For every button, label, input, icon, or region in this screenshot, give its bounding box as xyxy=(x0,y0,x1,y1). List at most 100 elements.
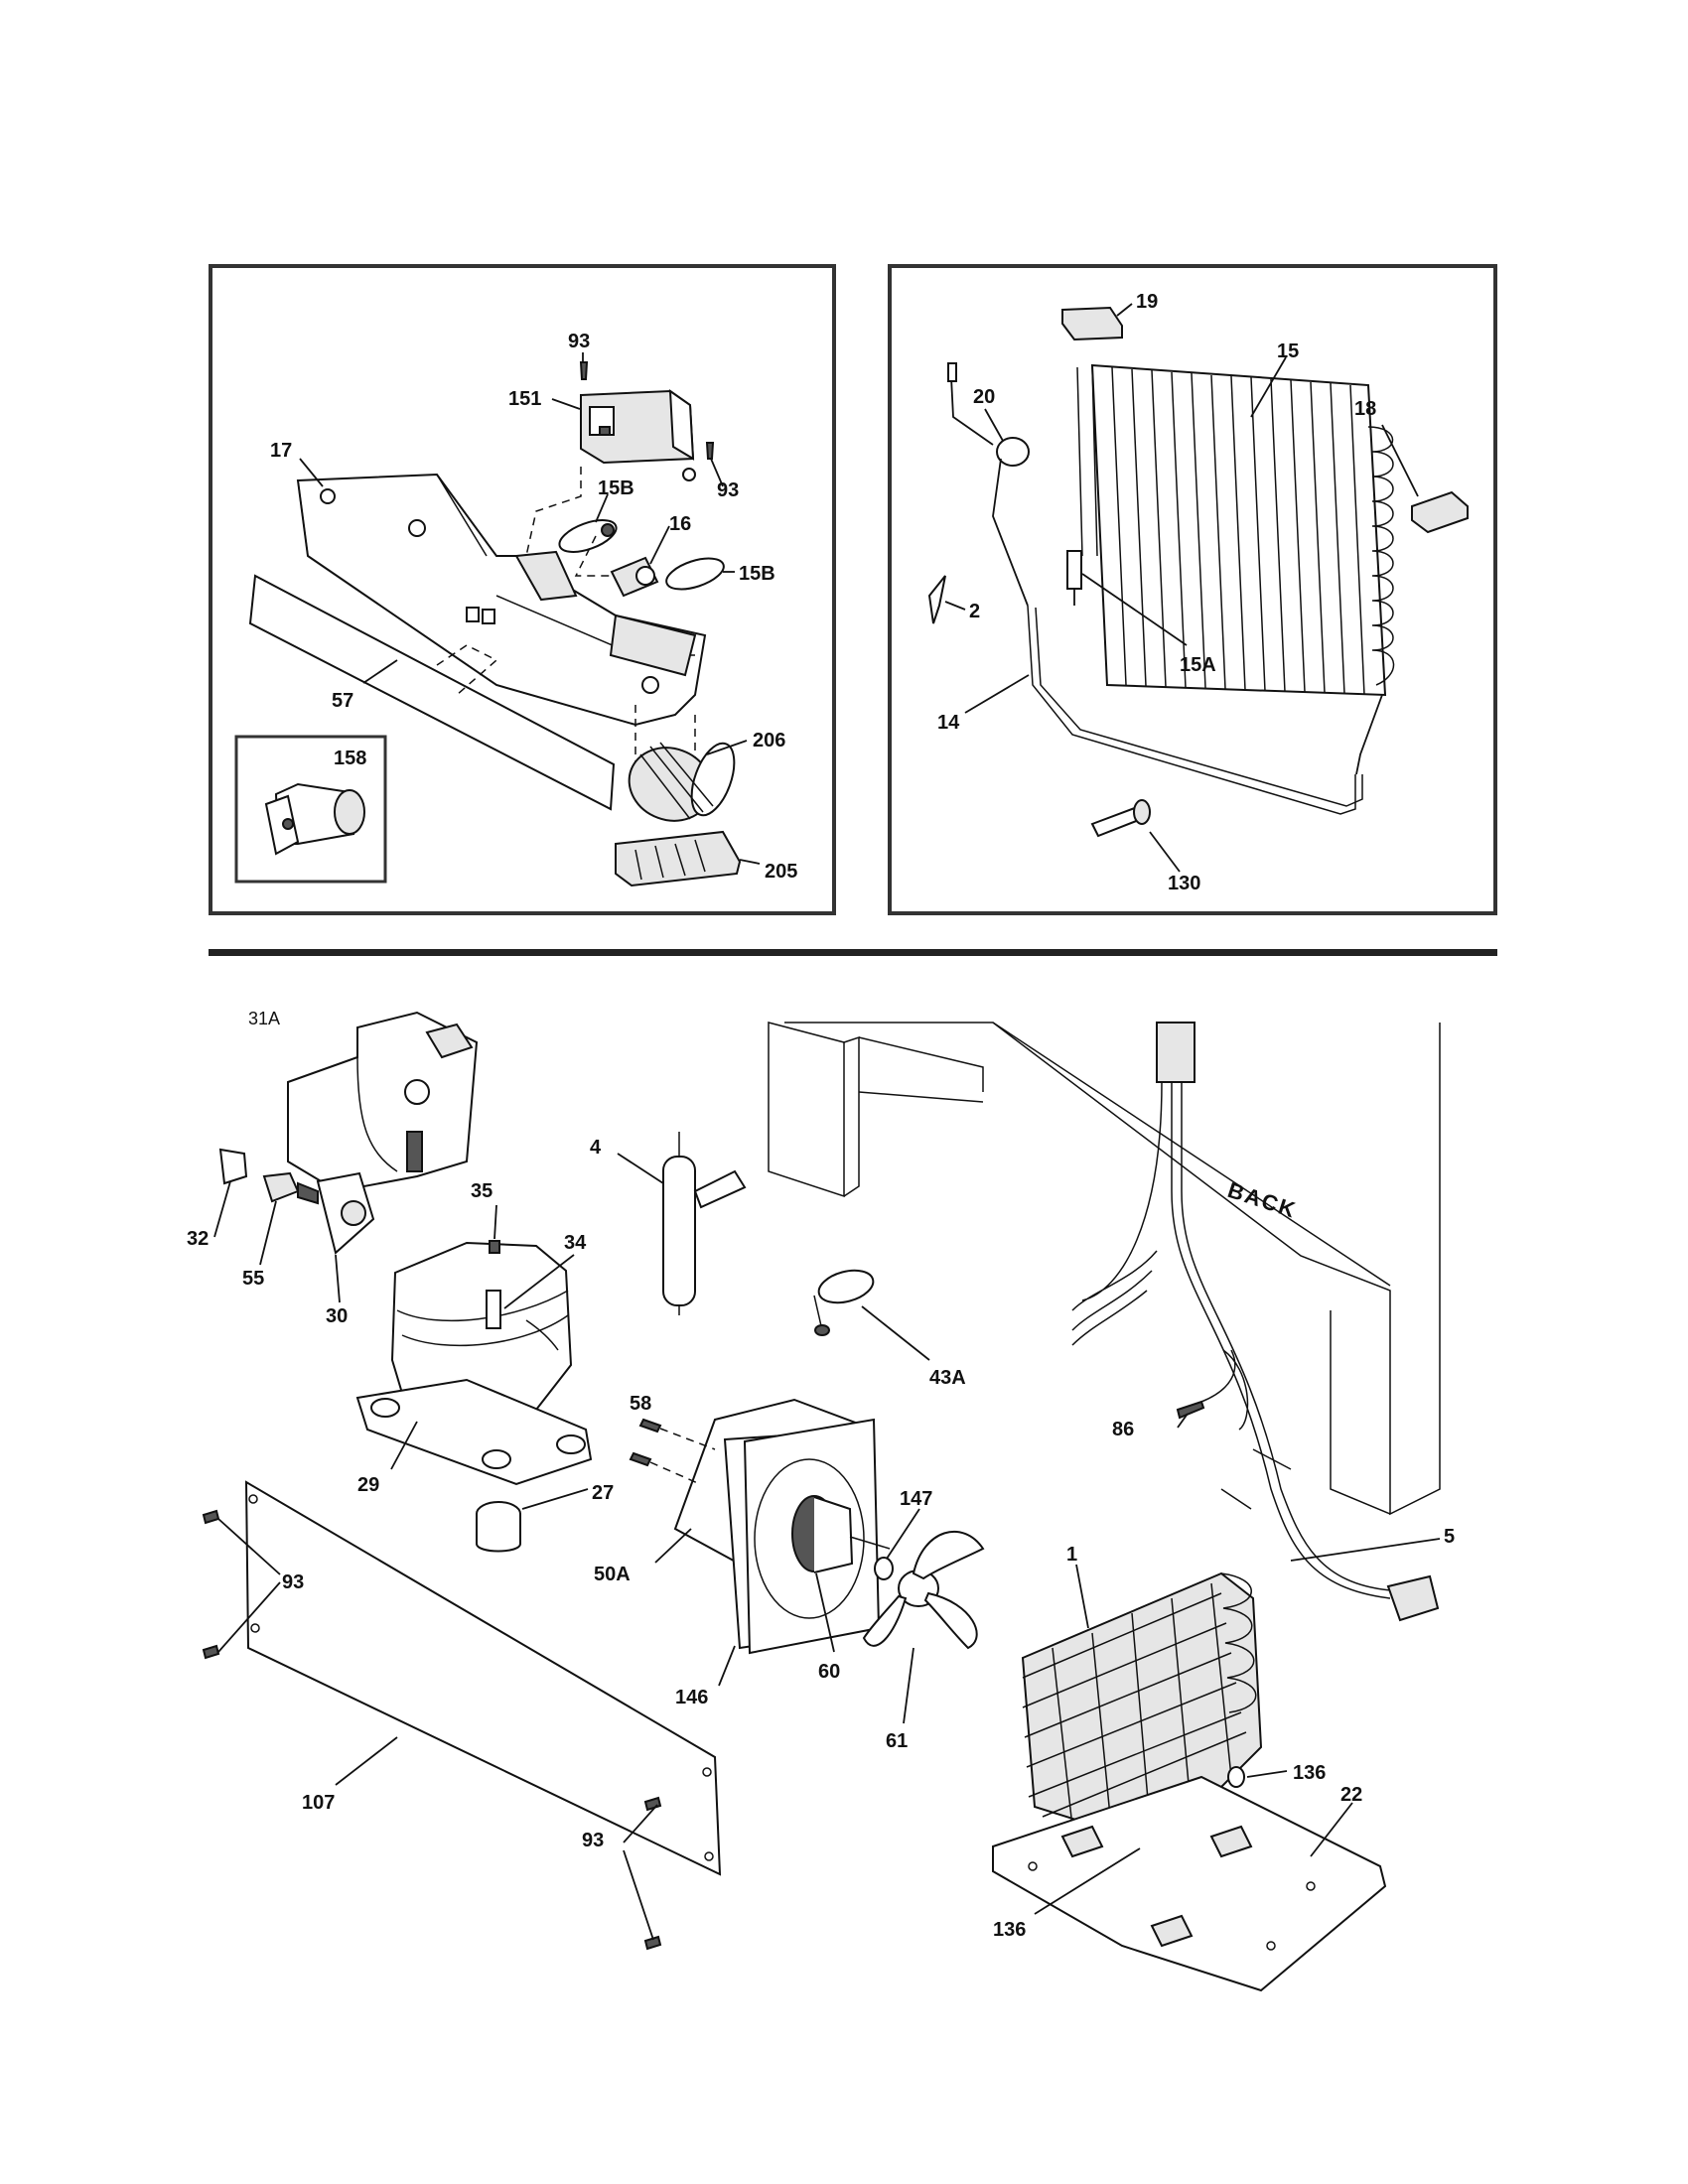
leader-146 xyxy=(718,1645,736,1687)
label-93-top: 93 xyxy=(568,331,590,352)
wire-32 xyxy=(218,1148,248,1185)
label-2: 2 xyxy=(969,601,980,622)
control-housing-17 xyxy=(296,473,707,727)
screws-93-panel xyxy=(202,1509,662,1951)
leader-93c-a xyxy=(217,1518,281,1575)
leader-15b-a xyxy=(595,493,609,523)
fan-grille-205 xyxy=(615,830,742,887)
leader-93d-a xyxy=(623,1804,658,1843)
compressor-29 xyxy=(355,1240,593,1486)
screw-93-right xyxy=(705,442,715,460)
leader-dashes-housing xyxy=(525,467,696,794)
label-147: 147 xyxy=(900,1488,932,1510)
leader-15 xyxy=(1250,356,1287,418)
label-151: 151 xyxy=(508,388,541,410)
screw-86 xyxy=(1176,1349,1236,1420)
leader-29 xyxy=(390,1421,418,1470)
label-57: 57 xyxy=(332,690,353,712)
label-1: 1 xyxy=(1066,1544,1077,1566)
thermostat-20 xyxy=(947,362,1030,607)
base-plate-22 xyxy=(992,1775,1387,1992)
label-15b-upper: 15B xyxy=(598,478,634,499)
label-18: 18 xyxy=(1354,398,1376,420)
leader-30 xyxy=(335,1254,341,1303)
label-19: 19 xyxy=(1136,291,1158,313)
label-31a: 31A xyxy=(248,1009,280,1028)
label-205: 205 xyxy=(765,861,797,883)
leader-60 xyxy=(815,1572,835,1653)
inset-frame-158 xyxy=(234,735,387,884)
label-86: 86 xyxy=(1112,1419,1134,1440)
right-panel-frame xyxy=(888,264,1497,915)
label-20: 20 xyxy=(973,386,995,408)
label-16: 16 xyxy=(669,513,691,535)
leader-206 xyxy=(706,740,748,755)
leader-35 xyxy=(493,1204,497,1240)
leader-14 xyxy=(964,674,1030,714)
heater-18 xyxy=(1411,490,1469,534)
clip-2 xyxy=(927,575,946,624)
label-35: 35 xyxy=(471,1180,492,1202)
label-32: 32 xyxy=(187,1228,209,1250)
leader-136a xyxy=(1246,1770,1288,1778)
label-136-right: 136 xyxy=(1293,1762,1326,1784)
evaporator-15 xyxy=(1076,363,1395,697)
label-93-panel-right: 93 xyxy=(582,1830,604,1851)
defrost-harness-14 xyxy=(1027,605,1383,815)
leader-107 xyxy=(335,1736,398,1786)
leader-34 xyxy=(503,1254,575,1309)
label-15a: 15A xyxy=(1180,654,1216,676)
label-158: 158 xyxy=(334,748,366,769)
clamp-43a xyxy=(813,1269,875,1336)
leader-50a xyxy=(654,1528,692,1564)
heater-19 xyxy=(1061,306,1123,341)
back-panel-107 xyxy=(244,1480,722,1876)
power-cord-5 xyxy=(1071,1022,1440,1622)
leader-43a xyxy=(861,1305,930,1361)
label-58: 58 xyxy=(630,1393,651,1415)
label-29: 29 xyxy=(357,1474,379,1496)
leader-136b xyxy=(1034,1847,1141,1915)
label-17: 17 xyxy=(270,440,292,462)
leader-18 xyxy=(1381,424,1419,497)
back-label: BACK xyxy=(1224,1177,1300,1223)
leader-19 xyxy=(1116,303,1133,317)
leader-61 xyxy=(903,1647,914,1724)
start-relay-30 xyxy=(297,1171,375,1255)
leader-147 xyxy=(886,1508,920,1560)
leader-205 xyxy=(739,859,761,865)
screw-93-top xyxy=(579,361,589,380)
leader-15a xyxy=(1081,573,1188,646)
label-60: 60 xyxy=(818,1661,840,1683)
overload-cover-31a xyxy=(287,1011,479,1193)
light-bulb-15b-upper xyxy=(558,519,618,553)
leader-17 xyxy=(299,458,324,487)
fan-cover-206 xyxy=(628,742,736,822)
label-30: 30 xyxy=(326,1305,348,1327)
leader-55 xyxy=(259,1200,277,1266)
label-14: 14 xyxy=(937,712,960,734)
leader-1 xyxy=(1075,1564,1089,1629)
label-61: 61 xyxy=(886,1730,908,1752)
label-50a: 50A xyxy=(594,1564,631,1585)
leader-27 xyxy=(521,1488,589,1510)
label-55: 55 xyxy=(242,1268,264,1290)
label-93-right: 93 xyxy=(717,479,739,501)
label-146: 146 xyxy=(675,1687,708,1708)
leader-20 xyxy=(984,408,1004,442)
leader-93b xyxy=(710,458,724,487)
label-136-left: 136 xyxy=(993,1919,1026,1941)
control-box-151 xyxy=(580,389,696,481)
light-socket-16 xyxy=(610,556,659,598)
label-22: 22 xyxy=(1340,1784,1362,1806)
section-divider xyxy=(209,949,1497,956)
label-15: 15 xyxy=(1277,341,1299,362)
label-130: 130 xyxy=(1168,873,1200,894)
leader-151 xyxy=(551,398,581,410)
spacer-147 xyxy=(874,1557,894,1580)
leader-4 xyxy=(617,1153,664,1184)
relay-55 xyxy=(262,1171,300,1203)
grommet-27 xyxy=(476,1501,521,1553)
fan-motor-60 xyxy=(791,1495,891,1573)
